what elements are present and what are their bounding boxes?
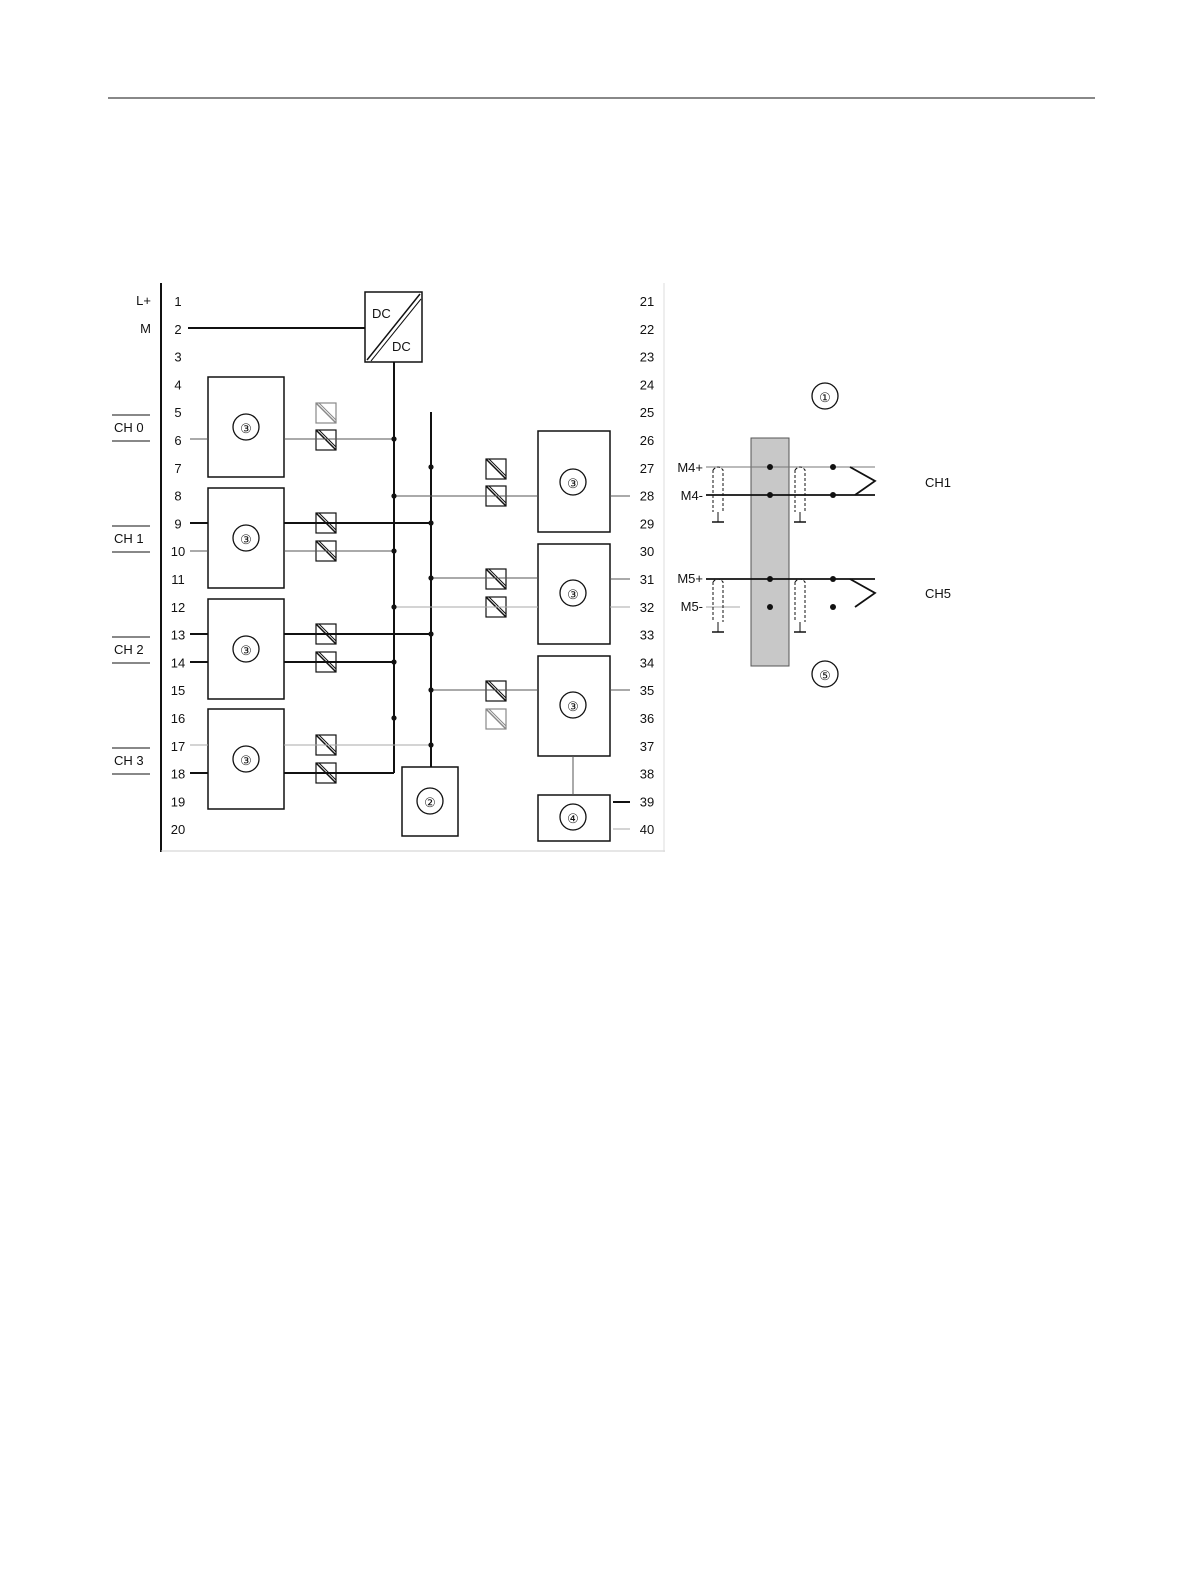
- left-pin-8: 8: [174, 489, 181, 504]
- optocoupler-left-2: [316, 430, 336, 450]
- left-pin-wires: [190, 439, 208, 773]
- connector-dot-7: [830, 604, 836, 610]
- left-pin-1: 1: [174, 294, 181, 309]
- right-pin-wires: [610, 496, 630, 829]
- right-pin-31: 31: [640, 572, 654, 587]
- channel-label-left-2: CH 2: [114, 642, 144, 657]
- right-pin-22: 22: [640, 322, 654, 337]
- right-pin-33: 33: [640, 628, 654, 643]
- terminal-block: [751, 438, 789, 666]
- left-pin-16: 16: [171, 711, 185, 726]
- optocouplers-right: [486, 459, 506, 729]
- right-pin-32: 32: [640, 600, 654, 615]
- channel-label-ch5: CH5: [925, 586, 951, 601]
- junction-dots: [391, 436, 433, 747]
- left-pin-4: 4: [174, 377, 181, 392]
- left-bus-wires: [284, 439, 431, 773]
- right-pin-28: 28: [640, 489, 654, 504]
- right-pin-34: 34: [640, 655, 654, 670]
- signal-m4-minus: M4-: [681, 488, 703, 503]
- optocoupler-right-3: [486, 569, 506, 589]
- optocoupler-right-6: [486, 709, 506, 729]
- left-pin-17: 17: [171, 739, 185, 754]
- right-pin-38: 38: [640, 767, 654, 782]
- connector-dot-0: [767, 464, 773, 470]
- block-label-ch0: ③: [240, 421, 252, 436]
- left-pin-10: 10: [171, 544, 185, 559]
- left-pin-numbers: 1234567891011121314151617181920: [171, 294, 185, 837]
- channel-label-left-1: CH 1: [114, 531, 144, 546]
- signal-m4-plus: M4+: [677, 460, 703, 475]
- channel-label-ch1: CH1: [925, 475, 951, 490]
- block-4-label: ④: [567, 811, 579, 826]
- connector-dot-6: [830, 576, 836, 582]
- right-pin-39: 39: [640, 794, 654, 809]
- supply-m-label: M: [140, 321, 151, 336]
- right-pin-numbers: 21 22 23 24 25 26 27 28 29 30 31 32 33 34 35 36 37 38 39 40: [640, 294, 654, 837]
- right-pin-27: 27: [640, 461, 654, 476]
- connector-dot-4: [767, 576, 773, 582]
- dc-dc-converter: DC DC: [365, 292, 422, 362]
- block-label-ch1: ③: [240, 532, 252, 547]
- converter-top-label: DC: [372, 306, 391, 321]
- signal-m5-plus: M5+: [677, 571, 703, 586]
- connector-wiring: [706, 464, 875, 632]
- right-pin-30: 30: [640, 544, 654, 559]
- shield-m5-left: [712, 579, 724, 632]
- optocoupler-left-1: [316, 403, 336, 423]
- left-pin-19: 19: [171, 794, 185, 809]
- left-pin-6: 6: [174, 433, 181, 448]
- block-label-ch3: ③: [240, 753, 252, 768]
- left-pin-11: 11: [171, 572, 185, 587]
- block-label-right-2: ③: [567, 587, 579, 602]
- right-pin-23: 23: [640, 350, 654, 365]
- right-bus-wires: [394, 496, 538, 690]
- right-pin-24: 24: [640, 377, 654, 392]
- left-pin-5: 5: [174, 405, 181, 420]
- channel-label-left-0: CH 0: [114, 420, 144, 435]
- left-pin-20: 20: [171, 822, 185, 837]
- block-label-right-1: ③: [567, 476, 579, 491]
- marker-5-label: ⑤: [819, 668, 831, 683]
- right-pin-26: 26: [640, 433, 654, 448]
- channel-labels-left: CH 0 CH 1 CH 2 CH 3: [112, 415, 150, 774]
- block-label-ch2: ③: [240, 643, 252, 658]
- signal-m5-minus: M5-: [681, 599, 703, 614]
- connector-dot-5: [767, 604, 773, 610]
- left-pin-15: 15: [171, 683, 185, 698]
- left-pin-13: 13: [171, 628, 185, 643]
- left-pin-3: 3: [174, 350, 181, 365]
- block-2-label: ②: [424, 795, 436, 810]
- right-pin-25: 25: [640, 405, 654, 420]
- right-pin-37: 37: [640, 739, 654, 754]
- shield-m5-right: [794, 579, 806, 632]
- right-pin-29: 29: [640, 516, 654, 531]
- marker-1-label: ①: [819, 390, 831, 405]
- connector-dot-3: [830, 492, 836, 498]
- left-pin-2: 2: [174, 322, 181, 337]
- connector-dot-1: [767, 492, 773, 498]
- right-pin-35: 35: [640, 683, 654, 698]
- right-pin-36: 36: [640, 711, 654, 726]
- thermocouple-ch5: [850, 579, 875, 607]
- optocouplers-left: [316, 403, 336, 783]
- left-pin-7: 7: [174, 461, 181, 476]
- block-label-right-3: ③: [567, 699, 579, 714]
- optocoupler-right-1: [486, 459, 506, 479]
- optocoupler-right-5: [486, 681, 506, 701]
- right-pin-40: 40: [640, 822, 654, 837]
- left-pin-14: 14: [171, 655, 185, 670]
- left-pin-9: 9: [174, 516, 181, 531]
- left-pin-18: 18: [171, 767, 185, 782]
- left-pin-12: 12: [171, 600, 185, 615]
- thermocouple-ch1: [850, 467, 875, 495]
- right-pin-21: 21: [640, 294, 654, 309]
- channel-label-left-3: CH 3: [114, 753, 144, 768]
- converter-bottom-label: DC: [392, 339, 411, 354]
- connector-dot-2: [830, 464, 836, 470]
- supply-l-plus-label: L+: [136, 293, 151, 308]
